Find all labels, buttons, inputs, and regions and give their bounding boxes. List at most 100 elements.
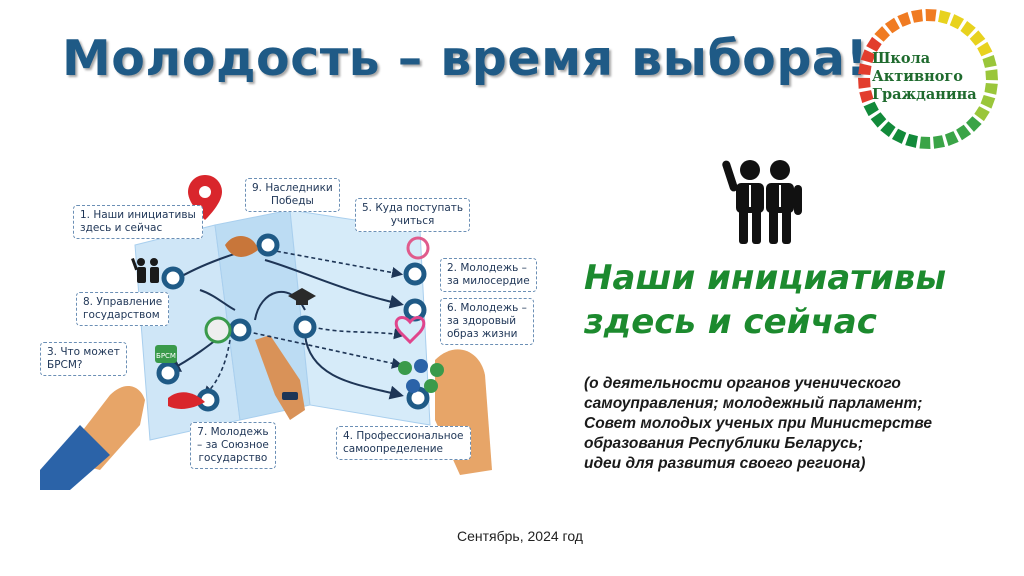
logo-ring-segment [925,9,937,22]
logo-ring-segment [956,124,972,141]
logo-ring [858,9,998,149]
brsm-badge-text: БРСМ [156,352,176,360]
logo-line: Гражданина [872,86,977,103]
map-node [156,361,180,385]
logo-ring-segment [974,106,990,122]
callout-brsm: 3. Что может БРСМ? [40,342,127,376]
route-line [304,334,404,400]
callout-line: Победы [270,195,314,207]
logo-ring-segment [858,77,871,89]
footer-date: Сентябрь, 2024 год [457,528,583,544]
callout-victory-heirs: 9. Наследники Победы [245,178,340,212]
callout-line: 3. Что может [47,346,120,358]
route-line [199,289,236,311]
map-node [256,233,280,257]
logo-ring-segment [884,17,900,34]
state-emblem-icon [204,316,232,344]
logo-ring-segment [859,90,874,103]
heart-icon [394,316,426,345]
callout-professional: 4. Профессиональное самоопределение [336,426,471,460]
logo-ring-segment [874,26,890,42]
route-line [269,249,404,279]
union-flag-icon [168,392,205,409]
logo-ring-segment [860,49,876,64]
callout-line: 4. Профессиональное [343,430,464,442]
logo-ring-segment [960,20,976,37]
logo-ring-segment [911,9,923,23]
callout-line: 8. Управление [83,296,163,308]
callout-line: здесь и сейчас [80,222,163,234]
logo-ring-segment [984,83,998,95]
logo-ring-segment [938,10,951,25]
logo-ring-segment [933,135,945,149]
callout-healthy-life: 6. Молодежь – за здоровый образ жизни [440,298,534,345]
description-line: самоуправления; молодежный парламент; [584,395,923,412]
logo-ring-segment [870,112,887,128]
callout-line: БРСМ? [47,359,83,371]
callout-union-state: 7. Молодежь – за Союзное государство [190,422,276,469]
route-line [239,329,404,369]
logo-ring-segment [897,12,912,27]
callout-line: образ жизни [447,328,518,340]
people-small-icon [131,258,159,283]
brsm-badge-icon [155,345,177,363]
logo-ring-segment [966,116,982,132]
callout-line: государством [83,309,160,321]
map-node [403,262,427,286]
callout-line: 1. Наши инициативы [80,209,196,221]
description-line: (о деятельности органов ученического [584,375,901,392]
school-logo [858,9,998,149]
map-node [161,266,185,290]
logo-ring-segment [977,41,993,57]
section-description: (о деятельности органов ученического сам… [584,374,932,474]
map-node [403,298,427,322]
callout-line: государство [198,452,268,464]
callout-line: 7. Молодежь [197,426,269,438]
callout-charity: 2. Молодежь – за милосердие [440,258,537,292]
callout-line: самоопределение [343,443,444,455]
logo-ring-segment [891,128,907,144]
logo-ring-segment [863,101,879,117]
page-title: Молодость – время выбора! [62,30,869,87]
logo-ring-segment [880,121,896,138]
description-line: Совет молодых ученых при Министерстве [584,415,932,432]
callout-line: 9. Наследники [252,182,333,194]
callout-line: – за Союзное [197,439,269,451]
logo-ring-segment [982,55,997,68]
logo-text: Школа Активного Гражданина [872,50,992,104]
description-line: идеи для развития своего региона) [584,455,866,472]
map-node [228,318,252,342]
people-waving-icon [722,160,802,244]
map-node [293,315,317,339]
logo-line: Активного [872,68,963,85]
section-heading: Наши инициативы здесь и сейчас [584,256,946,344]
map-illustration: БРСМ [40,175,492,490]
logo-ring-segment [980,94,996,109]
callout-line: 2. Молодежь – [447,262,527,274]
heading-line: Наши инициативы [584,258,947,298]
logo-ring-segment [858,63,872,75]
logo-ring-segment [919,136,931,149]
people-group-icon [398,359,444,393]
logo-line: Школа [872,50,931,67]
callout-line: за здоровый [447,315,517,327]
heading-line: здесь и сейчас [584,302,877,342]
callout-state-governance: 8. Управление государством [76,292,170,326]
charity-icon [406,236,430,260]
callout-line: 5. Куда поступать [362,202,464,214]
callout-where-to-study: 5. Куда поступать учиться [355,198,471,232]
graduation-cap-icon [288,288,316,305]
logo-ring-segment [905,133,918,148]
callout-line: за милосердие [447,275,530,287]
initiatives-map: БРСМ 1. Наши инициативы здесь и сейчас 9… [40,170,540,490]
logo-ring-segment [985,69,998,81]
logo-ring-segment [969,30,986,46]
callout-line: учиться [390,215,435,227]
logo-ring-segment [866,36,882,52]
watch-icon [282,392,298,400]
flowers-icon [225,235,258,257]
route-line [264,259,404,309]
callout-line: 6. Молодежь – [447,302,527,314]
logo-ring-segment [949,14,965,30]
left-sleeve-icon [40,425,110,490]
